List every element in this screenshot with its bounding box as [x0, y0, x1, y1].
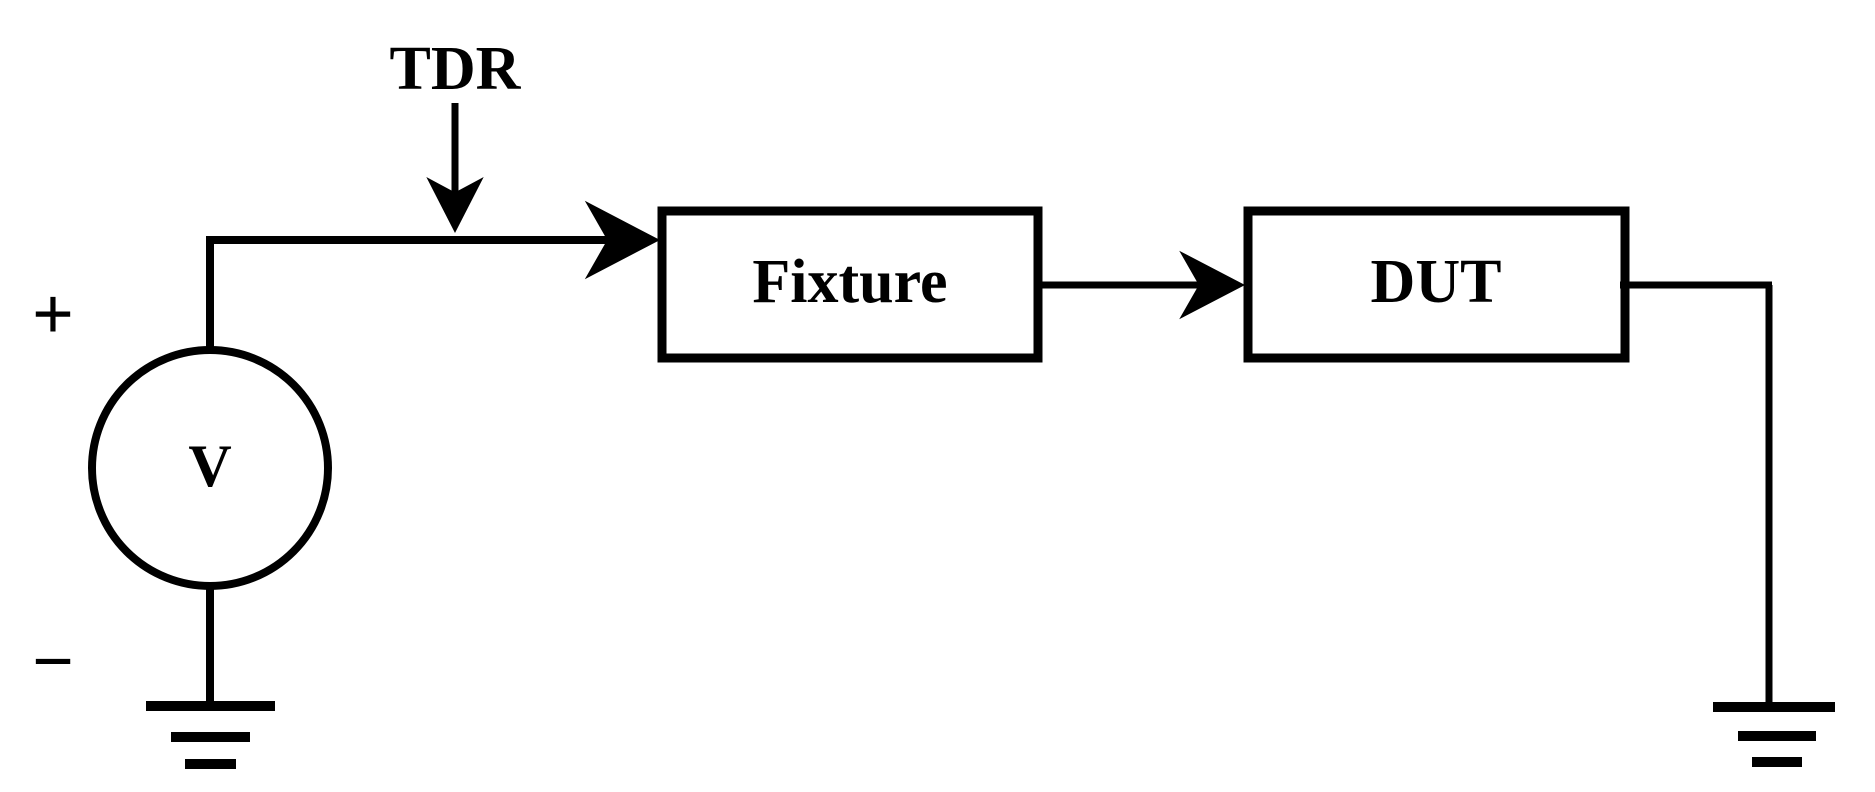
dut-box[interactable] [1243, 206, 1630, 363]
minus-terminal-sign: − [32, 621, 74, 703]
main-signal-wire [206, 200, 660, 352]
fixture-label: Fixture [752, 248, 947, 316]
dut-label: DUT [1371, 248, 1502, 316]
tdr-label: TDR [390, 35, 522, 103]
plus-terminal-sign: + [32, 274, 74, 356]
fixture-block[interactable]: Fixture [657, 206, 1043, 363]
wire-dut-to-ground [1620, 281, 1773, 708]
tdr-annotation: TDR [390, 35, 522, 234]
voltage-source-label: V [188, 433, 231, 499]
dut-block[interactable]: DUT [1243, 206, 1630, 363]
fixture-box[interactable] [657, 206, 1043, 363]
source-ground-symbol [146, 582, 275, 769]
voltage-source: V [88, 346, 332, 590]
dut-ground-symbol [1713, 702, 1835, 767]
